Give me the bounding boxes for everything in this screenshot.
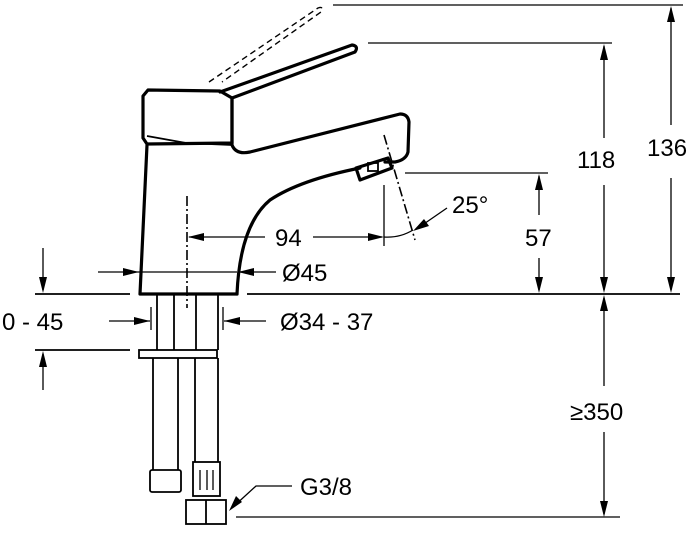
hose-right bbox=[185, 358, 227, 525]
dim-deck-thickness: 0 - 45 bbox=[2, 248, 63, 390]
cartridge-cap bbox=[146, 135, 233, 146]
dim-350-label: ≥350 bbox=[570, 399, 623, 426]
hose-left bbox=[149, 358, 182, 493]
faucet-outline bbox=[138, 6, 416, 308]
dim-body-diameter: Ø45 bbox=[98, 260, 327, 287]
body-left-edge bbox=[138, 143, 239, 296]
dim-closed-height: 118 bbox=[577, 44, 615, 293]
dim-hose-length: ≥350 bbox=[570, 295, 623, 517]
fixing-plate bbox=[138, 349, 218, 359]
dim-diameter34-37-label: Ø34 - 37 bbox=[280, 309, 373, 336]
spout bbox=[230, 96, 411, 164]
thread-g3-8-label: G3/8 bbox=[300, 474, 352, 501]
dim-spout-reach: 94 bbox=[188, 225, 384, 252]
dim-25deg-label: 25° bbox=[452, 192, 488, 219]
dim-136-label: 136 bbox=[647, 135, 687, 162]
dim-diameter45-label: Ø45 bbox=[282, 260, 327, 287]
dim-spout-height: 57 bbox=[525, 174, 552, 293]
dim-0-45-label: 0 - 45 bbox=[2, 309, 63, 336]
dim-hole-diameter: Ø34 - 37 bbox=[109, 307, 373, 336]
lever-head bbox=[141, 88, 234, 146]
dim-total-height: 136 bbox=[647, 6, 687, 293]
dim-spout-angle: 25° bbox=[383, 192, 488, 238]
thread-callout: G3/8 bbox=[229, 474, 352, 511]
aerator bbox=[354, 156, 394, 182]
dim-94-label: 94 bbox=[275, 225, 302, 252]
dim-57-label: 57 bbox=[525, 225, 552, 252]
under-deck-assembly bbox=[138, 295, 227, 525]
dim-118-label: 118 bbox=[577, 147, 615, 174]
reference-lines bbox=[35, 4, 683, 518]
flow-centerline bbox=[383, 134, 416, 241]
lever-handle bbox=[218, 43, 359, 100]
spout-underside bbox=[235, 166, 362, 296]
lever-raised-dashed bbox=[208, 6, 323, 83]
